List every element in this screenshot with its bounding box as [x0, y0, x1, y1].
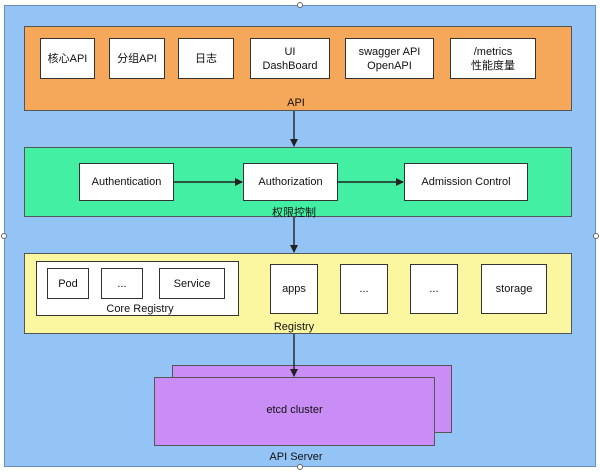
resize-handle-top[interactable]	[297, 2, 303, 8]
registry-item-label: ...	[117, 277, 127, 290]
etcd-cluster-label: etcd cluster	[266, 404, 323, 416]
registry-item-label: ...	[429, 283, 439, 295]
registry-item-ellipsis: ...	[101, 268, 143, 299]
registry-item-storage: storage	[481, 264, 547, 314]
api-item-label: /metrics 性能度量	[471, 45, 515, 72]
api-item-label: 日志	[195, 52, 217, 65]
api-item-label: UI DashBoard	[262, 45, 318, 72]
api-item-label: swagger API OpenAPI	[358, 45, 421, 72]
etcd-cluster-front	[154, 377, 435, 446]
registry-item-ellipsis-3: ...	[410, 264, 458, 314]
api-item-label: 分组API	[117, 52, 157, 65]
api-item-logs: 日志	[178, 38, 234, 79]
core-registry-label: Core Registry	[106, 303, 174, 315]
api-item-ui-dashboard: UI DashBoard	[250, 38, 330, 79]
registry-item-ellipsis-2: ...	[340, 264, 388, 314]
registry-item-label: apps	[282, 283, 306, 295]
authorization-box: Authorization	[243, 163, 338, 201]
resize-handle-bottom[interactable]	[297, 464, 303, 470]
api-item-swagger: swagger API OpenAPI	[345, 38, 434, 79]
registry-layer-label: Registry	[273, 321, 315, 333]
api-layer-label: API	[287, 97, 305, 109]
registry-item-pod: Pod	[47, 268, 89, 299]
registry-item-label: storage	[495, 283, 533, 295]
registry-item-apps: apps	[270, 264, 318, 314]
auth-item-label: Authentication	[91, 176, 162, 188]
authentication-box: Authentication	[79, 163, 174, 201]
resize-handle-right[interactable]	[593, 233, 599, 239]
api-item-label: 核心API	[47, 52, 88, 65]
api-item-core-api: 核心API	[40, 38, 95, 79]
api-item-group-api: 分组API	[109, 38, 165, 79]
auth-item-label: Authorization	[258, 176, 323, 188]
registry-item-label: Service	[173, 277, 211, 290]
api-server-label: API Server	[269, 451, 323, 463]
api-item-metrics: /metrics 性能度量	[450, 38, 536, 79]
auth-layer-label: 权限控制	[272, 207, 316, 219]
registry-item-label: Pod	[58, 277, 78, 290]
auth-item-label: Admission Control	[421, 176, 511, 188]
admission-control-box: Admission Control	[404, 163, 528, 201]
registry-item-label: ...	[359, 283, 369, 295]
registry-item-service: Service	[159, 268, 225, 299]
resize-handle-left[interactable]	[1, 233, 7, 239]
